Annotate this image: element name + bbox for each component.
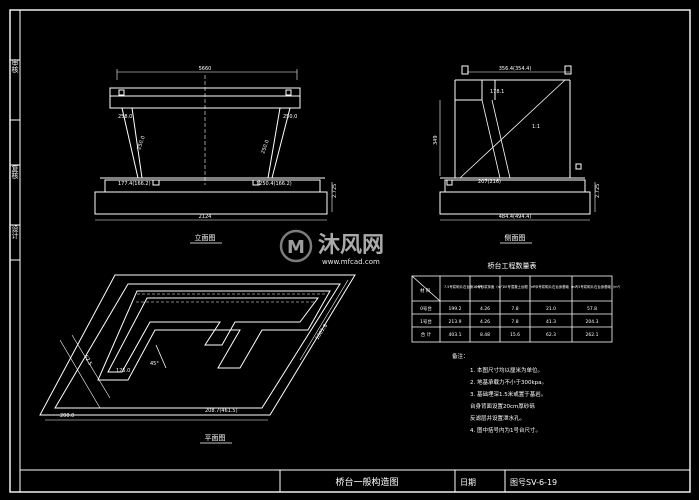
side-label-design: 设计 (11, 224, 19, 240)
table-cell: 合 计 (421, 331, 432, 338)
dim-side-bottom: 484.4(494.4) (499, 214, 532, 220)
mfcad-logo-letter: M (287, 237, 305, 258)
dim-front-inner-right: 250.0 (260, 139, 271, 155)
mfcad-logo-icon (279, 229, 313, 263)
outer-border (9, 9, 691, 493)
table-cell: 262.1 (586, 332, 599, 338)
dim-plan-bottom-right: 208.7(461.5) (205, 408, 238, 414)
plan-view-title: 平面图 (205, 434, 226, 442)
side-view-title: 侧面图 (505, 233, 526, 242)
note-item: 台身背面设置20cm厚砂砾 (470, 402, 535, 410)
quantity-table-text: 材 料 7.5号浆砌片石台身（m³） 10号砂浆抹面（m²） 20号混凝土台帽（… (420, 284, 622, 338)
drawing-number: 图号SV-6-19 (510, 478, 557, 487)
side-elevation-view (439, 65, 596, 221)
notes-title: 备注： (452, 352, 469, 360)
dim-front-foot-left: 177.4(166.2) (118, 181, 151, 187)
note-item: 3. 基础埋深1.5米或置于基岩。 (470, 390, 546, 398)
table-title: 桥台工程数量表 (488, 261, 537, 270)
table-cell: 8.48 (480, 332, 490, 338)
table-cell: 1号台 (420, 318, 432, 325)
dim-front-bottom: 2124 (199, 214, 212, 220)
dim-plan-left-a: 62.5 (82, 354, 93, 367)
note-item: 4. 图中括号内为1号台尺寸。 (470, 426, 541, 434)
dim-side-top: 356.4(354.4) (499, 66, 532, 72)
dim-side-foot: 207(216) (478, 179, 501, 185)
table-header: 材 料 (420, 287, 431, 294)
mfcad-watermark: M 沐风网 www.mfcad.com (279, 229, 384, 266)
dim-front-top: 5660 (199, 66, 212, 72)
front-elevation-dims: 5660 258.0 250.0 250.0 250.0 177.4(166.2… (118, 66, 338, 220)
dim-plan-left-b: 125.0 (116, 368, 130, 374)
front-view-title: 立面图 (195, 233, 216, 242)
dim-front-inner-left: 250.0 (136, 135, 147, 151)
table-cell: 199.2 (449, 306, 462, 312)
table-header: 10号砂浆抹面（m²） (473, 284, 506, 289)
date-label: 日期 (460, 478, 476, 487)
table-cell: 0号台 (420, 305, 432, 312)
side-signature-column: 审核 复核 设计 (10, 58, 20, 261)
plan-view (39, 274, 356, 421)
table-header: 7.5号浆砌片石台身（m³） (444, 284, 485, 289)
side-elevation-dims: 356.4(354.4) 178.1 1:1 349 207(216) 484.… (433, 66, 601, 220)
table-cell: 213.9 (449, 319, 462, 325)
dim-side-inner: 178.1 (490, 89, 504, 95)
dim-front-foot-right: 1250.4(166.2) (256, 181, 292, 187)
quantity-table (411, 275, 613, 343)
title-block (20, 469, 690, 492)
note-item: 反滤层并设置泄水孔。 (470, 414, 525, 422)
dim-front-left-slope: 258.0 (118, 114, 132, 120)
table-cell: 21.0 (546, 306, 556, 312)
dim-front-side: 2.725 (332, 184, 338, 198)
mfcad-brand: 沐风网 (318, 233, 384, 258)
dim-plan-bottom-left: 200.0 (60, 413, 74, 419)
table-cell: 204.3 (586, 319, 599, 325)
drawing-title: 桥台一般构造图 (335, 476, 398, 488)
dim-side-slope: 1:1 (532, 124, 540, 130)
table-cell: 41.3 (546, 319, 556, 325)
table-cell: 15.6 (510, 332, 520, 338)
dim-side-right: 2.725 (595, 184, 601, 198)
table-cell: 62.3 (546, 332, 556, 338)
table-cell: 7.8 (511, 306, 518, 312)
mfcad-url: www.mfcad.com (322, 258, 380, 266)
dim-plan-angle: 45° (150, 361, 159, 367)
note-item: 1. 本图尺寸均以厘米为单位。 (470, 366, 543, 374)
dim-side-height: 349 (433, 135, 439, 145)
table-header: 20号混凝土台帽（m³） (503, 284, 539, 289)
dim-front-right-slope: 250.0 (283, 114, 297, 120)
table-cell: 4.26 (480, 306, 490, 312)
notes-block: 备注： 1. 本图尺寸均以厘米为单位。 2. 地基承载力不小于300kpa。 3… (452, 352, 547, 434)
side-label-review: 审核 (11, 58, 19, 74)
table-cell: 403.1 (449, 332, 462, 338)
table-cell: 4.26 (480, 319, 490, 325)
note-item: 2. 地基承载力不小于300kpa。 (470, 378, 547, 386)
front-elevation-view (94, 69, 333, 221)
table-cell: 57.8 (587, 306, 597, 312)
table-cell: 7.8 (511, 319, 518, 325)
side-label-check: 复核 (11, 164, 19, 180)
table-header: 7.5号浆砌片石台身基础（m³） (575, 284, 622, 289)
table-header: 7.5号浆砌片石台身基础（m³） (533, 284, 580, 289)
